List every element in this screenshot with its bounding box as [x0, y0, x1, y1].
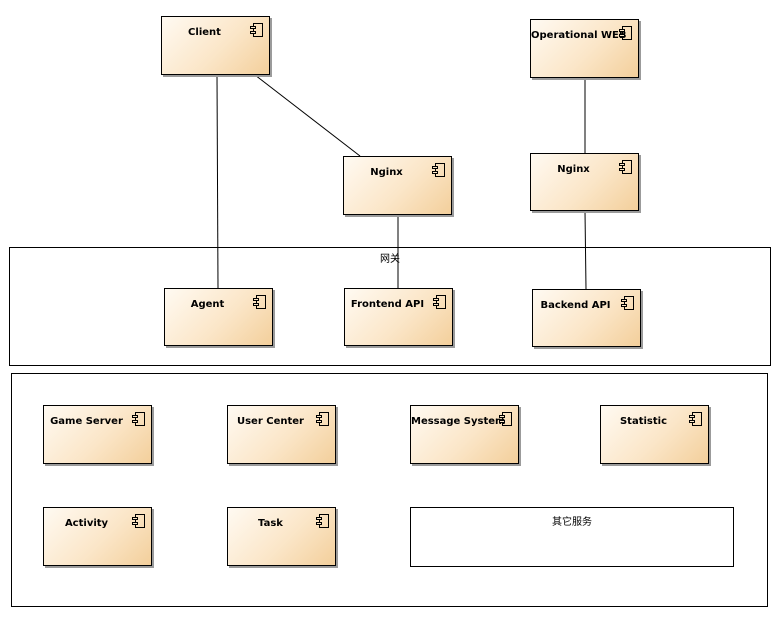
component-icon [619, 160, 632, 174]
component-label: Game Server [50, 416, 123, 427]
component-label: Frontend API [350, 299, 425, 310]
other-services-frame: 其它服务 [410, 507, 734, 567]
component-agent[interactable]: Agent [164, 288, 273, 346]
component-label: Statistic [619, 416, 668, 427]
component-icon [132, 514, 145, 528]
component-frontend-api[interactable]: Frontend API [344, 288, 453, 346]
component-activity[interactable]: Activity [43, 507, 152, 566]
component-icon [316, 412, 329, 426]
component-icon [499, 412, 512, 426]
component-label: Task [258, 518, 283, 529]
component-client[interactable]: Client [161, 16, 270, 75]
component-icon [432, 163, 445, 177]
component-statistic[interactable]: Statistic [600, 405, 709, 464]
component-operational-web[interactable]: Operational WEB [530, 19, 639, 78]
component-message-system[interactable]: Message System [410, 405, 519, 464]
component-label: Activity [64, 518, 109, 529]
component-label: User Center [236, 416, 304, 427]
component-icon [689, 412, 702, 426]
component-icon [132, 412, 145, 426]
connector-client-nginx [254, 74, 361, 157]
component-icon [316, 514, 329, 528]
component-label: Agent [190, 299, 225, 310]
component-nginx-backend[interactable]: Nginx [530, 153, 639, 211]
component-label: Operational WEB [531, 30, 627, 41]
component-label: Client [188, 27, 221, 38]
component-icon [621, 296, 634, 310]
component-icon [250, 23, 263, 37]
component-user-center[interactable]: User Center [227, 405, 336, 464]
component-label: Backend API [540, 300, 611, 311]
component-icon [253, 295, 266, 309]
component-label: Message System [411, 416, 506, 427]
other-services-frame-label: 其它服务 [552, 517, 592, 528]
component-icon [433, 295, 446, 309]
component-label: Nginx [557, 164, 590, 175]
gateway-frame-label: 网关 [380, 254, 400, 265]
component-label: Nginx [370, 167, 403, 178]
component-icon [619, 26, 632, 40]
component-backend-api[interactable]: Backend API [532, 289, 641, 347]
component-game-server[interactable]: Game Server [43, 405, 152, 464]
component-nginx-frontend[interactable]: Nginx [343, 156, 452, 215]
component-task[interactable]: Task [227, 507, 336, 566]
